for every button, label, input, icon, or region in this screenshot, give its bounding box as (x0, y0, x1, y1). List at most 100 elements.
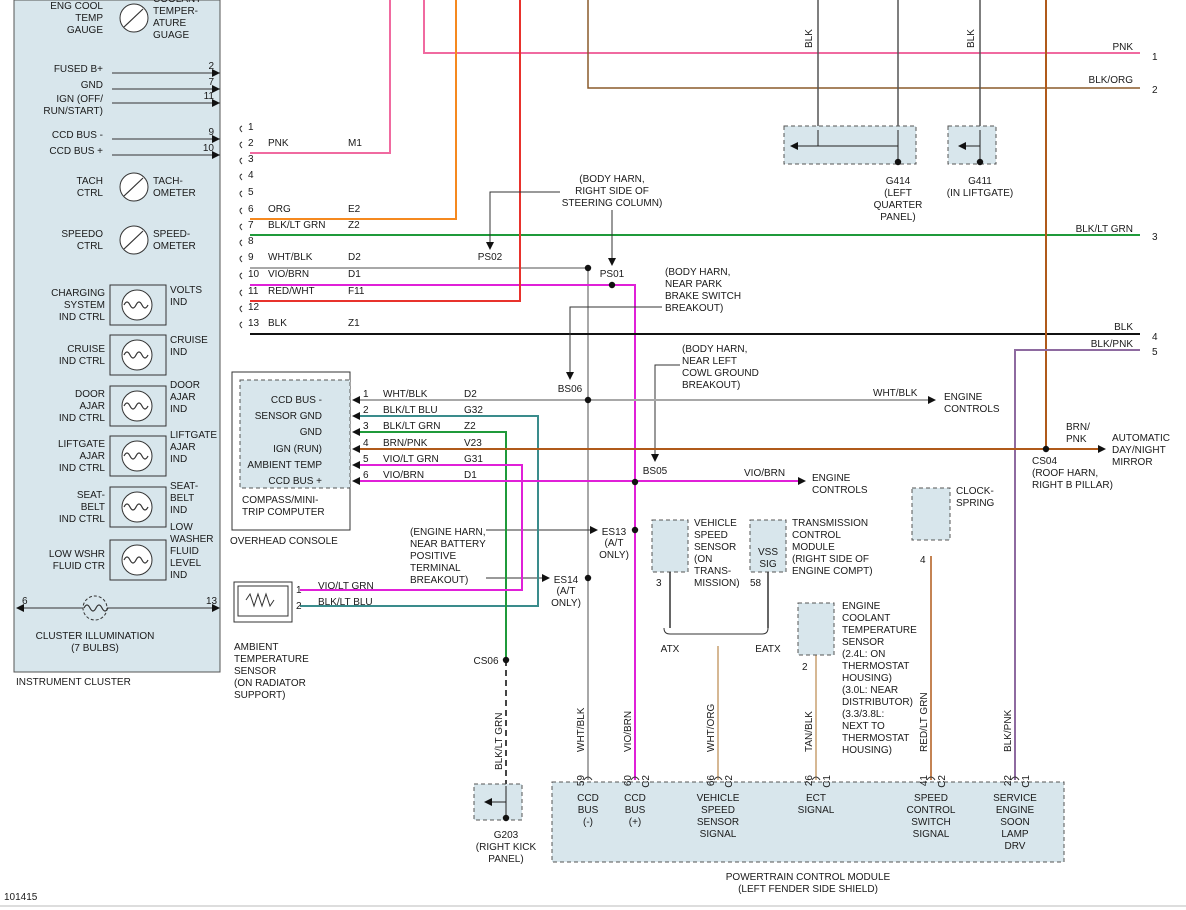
illumination-label: (7 BULBS) (71, 643, 119, 654)
ps01-note: STEERING COLUMN) (562, 198, 663, 209)
es13-note: NEAR BATTERY (410, 539, 486, 550)
ps01-splice (608, 281, 616, 289)
red-wht-wire-f11 (250, 0, 521, 302)
pcm-pin-label: CONTROL (907, 805, 956, 816)
leader-arrow (566, 372, 574, 380)
connector-pin-icon (239, 207, 243, 215)
ps01-note: (BODY HARN, (579, 174, 644, 185)
console-wire-color: BLK/LT BLU (383, 405, 438, 416)
overhead-console-title: OVERHEAD CONSOLE (230, 536, 338, 547)
bs05-note: BREAKOUT) (682, 380, 740, 391)
connector-pin-number: 6 (248, 204, 254, 215)
bulb-filament-icon (123, 351, 149, 359)
pcm-pin-label: VEHICLE (697, 793, 740, 804)
vehicle-speed-sensor (651, 519, 689, 573)
ground-point (976, 158, 984, 166)
console-pin-number: 6 (363, 470, 369, 481)
leader-arrow (608, 258, 616, 266)
wire-color-label: WHT/BLK (268, 252, 313, 263)
indicator-label: AJAR (170, 442, 196, 453)
pcm-pin-label: CCD (624, 793, 646, 804)
ps02-splice (584, 264, 592, 272)
pcm-pin-label: ENGINE (996, 805, 1035, 816)
right-wire-number: 1 (1152, 52, 1158, 63)
cluster-pin-number: 9 (208, 127, 214, 138)
es13-note: BREAKOUT) (410, 575, 468, 586)
connector-pin-number: 11 (248, 286, 259, 297)
gauge-needle-icon (123, 230, 144, 250)
es13-tag: (A/T (605, 538, 624, 549)
ect-label: TEMPERATURE (842, 625, 917, 636)
pcm-pin-label: DRV (1005, 841, 1026, 852)
wire-color-label: BLK/LT GRN (268, 220, 325, 231)
console-pin-arrow (352, 428, 360, 436)
ect-sensor (797, 602, 835, 656)
pcm-pin-label: SOON (1000, 817, 1029, 828)
indicator-label: IND (170, 347, 187, 358)
indicator-frame (109, 284, 167, 326)
cluster-pin-label: CCD BUS + (49, 146, 103, 157)
engine-controls-label: CONTROLS (944, 404, 1000, 415)
indicator-label: SYSTEM (64, 300, 105, 311)
g203-label: (RIGHT KICK (476, 842, 537, 853)
tcm-inner-label: SIG (759, 559, 776, 570)
bs06-leader (569, 306, 662, 378)
ect-label: THERMOSTAT (842, 733, 909, 744)
indicator-frame (109, 539, 167, 581)
pcm-pin-label: SERVICE (993, 793, 1037, 804)
indicator-label: LIFTGATE (170, 430, 217, 441)
pcm-pin-number: 59 (576, 775, 587, 787)
cluster-pin-label: IGN (OFF/ (56, 94, 103, 105)
circuit-label: Z1 (348, 318, 360, 329)
bs06-note: BRAKE SWITCH (665, 291, 741, 302)
indicator-label: BELT (81, 502, 105, 513)
console-circuit: G31 (464, 454, 483, 465)
pcm-connector-id: C2 (937, 775, 948, 788)
indicator-label: IND CTRL (59, 463, 106, 474)
gauge-label: ATURE (153, 18, 186, 29)
ambient-wire-color: BLK/LT BLU (318, 597, 373, 608)
clockspring-pin-number: 4 (920, 555, 926, 566)
indicator-label: IND (170, 454, 187, 465)
illumination-bulb-icon (82, 595, 108, 621)
connector-pin-icon (239, 289, 243, 297)
wire-color-label: VIO/BRN (268, 269, 309, 280)
connector-pin-number: 5 (248, 187, 254, 198)
console-pin-arrow (352, 461, 360, 469)
illumination-label: CLUSTER ILLUMINATION (36, 631, 155, 642)
bulb-icon (121, 289, 153, 321)
mirror-wire-label: BRN/ (1066, 422, 1090, 433)
illumination-pin: 13 (206, 596, 218, 607)
leader-arrow (590, 526, 598, 534)
tcm-label: ENGINE COMPT) (792, 566, 873, 577)
illumination-arrow (16, 604, 24, 612)
connector-pin-number: 2 (248, 138, 254, 149)
pcm-pin-label: SWITCH (911, 817, 950, 828)
cluster-pin-number: 11 (204, 91, 215, 102)
pcm-pin-icon (1010, 776, 1020, 781)
pcm-pin-number: 26 (804, 775, 815, 787)
gauge-label: GAUGE (67, 25, 103, 36)
g414-label: QUARTER (874, 200, 923, 211)
cluster-pin-number: 2 (208, 61, 214, 72)
indicator-label: BELT (170, 493, 194, 504)
connector-pin-icon (239, 239, 243, 247)
pcm-pin-icon (713, 776, 723, 781)
figure-id: 101415 (4, 892, 38, 903)
console-pin-number: 2 (363, 405, 369, 416)
bulb-icon (121, 390, 153, 422)
console-blk-lt-blu-wire (300, 415, 539, 607)
instrument-cluster-box (13, 0, 221, 673)
cluster-pin-label: CCD BUS - (52, 130, 103, 141)
connector-pin-number: 1 (248, 122, 254, 133)
indicator-label: DOOR (170, 380, 200, 391)
bs06-note: NEAR PARK (665, 279, 722, 290)
es14-tag: ONLY) (551, 598, 581, 609)
gauge-needle-icon (123, 177, 144, 197)
connector-pin-icon (239, 173, 243, 181)
wire-color-label: PNK (268, 138, 289, 149)
ect-label: HOUSING) (842, 745, 892, 756)
indicator-label: LOW (170, 522, 193, 533)
bs06-note: BREAKOUT) (665, 303, 723, 314)
